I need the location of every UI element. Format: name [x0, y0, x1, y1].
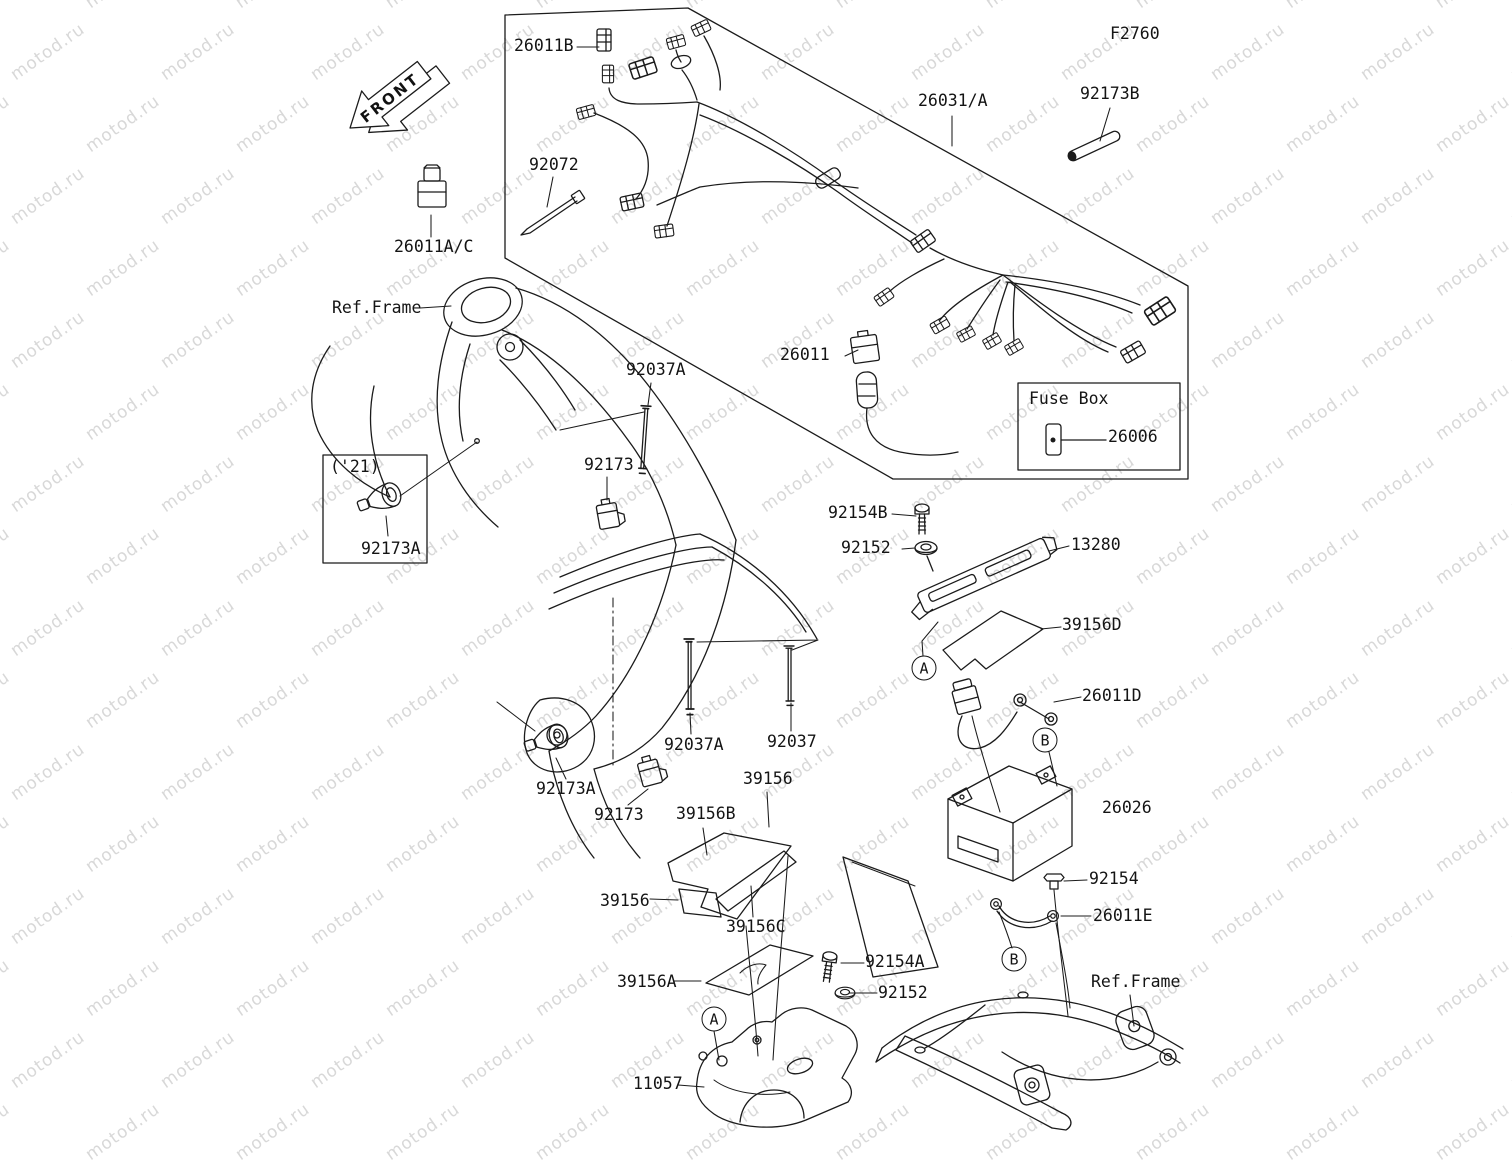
part-label-39156C: 39156C: [726, 917, 786, 936]
part-label-26026: 26026: [1102, 798, 1152, 817]
leader-lines: [385, 46, 1135, 1088]
harness-enclosure-border: [504, 7, 1189, 480]
part-label-26011: 26011: [780, 345, 830, 364]
part-label-26006: 26006: [1108, 427, 1158, 446]
part-label-39156-top: 39156: [743, 769, 793, 788]
bolt-92154-drawing: [1043, 873, 1065, 890]
pin-92173B-drawing: [1067, 130, 1121, 162]
cap-92173A-bottom-drawing: [496, 701, 572, 759]
part-label-26011E: 26011E: [1093, 906, 1153, 925]
callout-B-battery-positive: B: [1032, 727, 1058, 753]
part-label-92037A-bottom: 92037A: [664, 735, 724, 754]
part-label-92037A-top: 92037A: [626, 360, 686, 379]
rear-frame-drawing: [875, 991, 1184, 1131]
figure-code: F2760: [1110, 24, 1160, 43]
part-label-39156B: 39156B: [676, 804, 736, 823]
part-label-39156-left: 39156: [600, 891, 650, 910]
part-label-26011B: 26011B: [514, 36, 574, 55]
part-label-26011D: 26011D: [1082, 686, 1142, 705]
frame-drawing: [311, 277, 818, 859]
callout-A-shield: A: [911, 655, 937, 681]
sheets-39156-drawing: [667, 832, 939, 1061]
bracket-13280-drawing: [911, 536, 1058, 621]
parts-diagram-art: FRONT: [311, 7, 1189, 1131]
part-label-92154A: 92154A: [865, 952, 925, 971]
part-label-39156A: 39156A: [617, 972, 677, 991]
lead-26011E-drawing: [990, 889, 1071, 1017]
part-label-26011AC: 26011A/C: [394, 237, 474, 256]
part-label-92152-bottom: 92152: [878, 983, 928, 1002]
part-label-92173-bottom: 92173: [594, 805, 644, 824]
cable-tie-92072-drawing: [520, 189, 586, 236]
model-year-note: ('21): [330, 457, 380, 476]
fuse-holder-26011-drawing: [849, 329, 959, 456]
part-label-92072: 92072: [529, 155, 579, 174]
relay-26011AC-drawing: [417, 164, 447, 208]
callout-A-tray: A: [701, 1006, 727, 1032]
part-label-92173A-bottom: 92173A: [536, 779, 596, 798]
part-label-11057: 11057: [633, 1074, 683, 1093]
wiring-harness-drawing: [575, 18, 1178, 365]
callout-B-battery-negative: B: [1001, 946, 1027, 972]
part-label-92154: 92154: [1089, 869, 1139, 888]
lead-26011D-drawing: [951, 678, 1058, 813]
option-box-2021: [322, 454, 428, 564]
part-label-92173B: 92173B: [1080, 84, 1140, 103]
part-label-13280: 13280: [1071, 535, 1121, 554]
battery-26026-drawing: [947, 765, 1073, 882]
part-label-92037: 92037: [767, 732, 817, 751]
part-label-39156D: 39156D: [1062, 615, 1122, 634]
sheet-39156D-drawing: [942, 610, 1044, 671]
ref-frame-label-bottom: Ref.Frame: [1091, 972, 1181, 991]
part-label-26031A: 26031/A: [918, 91, 988, 110]
battery-tray-11057-drawing: [695, 1007, 858, 1128]
part-label-92173-top: 92173: [584, 455, 634, 474]
part-label-92154B: 92154B: [828, 503, 888, 522]
fuse-box-title: Fuse Box: [1029, 389, 1109, 408]
fuse-box-drawing: [1017, 382, 1181, 471]
part-label-92173A-boxed: 92173A: [361, 539, 421, 558]
part-label-92152-top: 92152: [841, 538, 891, 557]
ref-frame-label-top: Ref.Frame: [332, 298, 422, 317]
